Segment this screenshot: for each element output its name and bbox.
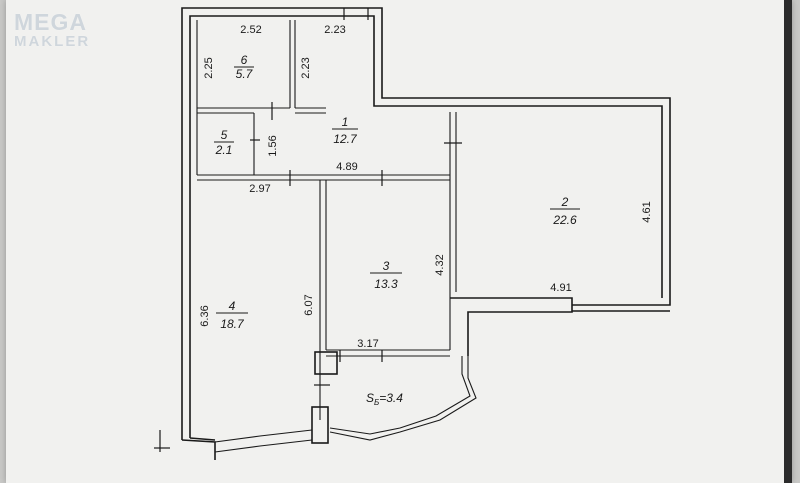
balcony-area: =3.4 <box>379 391 403 405</box>
outer-walls <box>181 7 671 460</box>
room-2-area: 22.6 <box>552 213 577 227</box>
dim-4-61: 4.61 <box>641 201 653 222</box>
balcony-outline <box>214 356 477 453</box>
balcony-label-sub: Б <box>374 398 379 407</box>
balcony-label-prefix: S <box>366 391 374 405</box>
watermark-logo: MEGA MAKLER <box>14 10 104 50</box>
photo-edge <box>784 0 792 483</box>
dim-2-23-side: 2.23 <box>300 57 312 78</box>
room-1-number: 1 <box>342 115 349 129</box>
dim-2-25: 2.25 <box>203 57 215 78</box>
room-2-number: 2 <box>561 195 569 209</box>
room-5-number: 5 <box>221 128 228 142</box>
watermark-line-1: MEGA <box>14 9 87 35</box>
room-1-area: 12.7 <box>333 132 358 146</box>
dim-4-91: 4.91 <box>550 282 571 294</box>
dim-2-97: 2.97 <box>249 183 270 195</box>
dim-2-23-top: 2.23 <box>324 24 345 36</box>
room-3-number: 3 <box>383 259 390 273</box>
dim-6-07: 6.07 <box>303 294 315 315</box>
room-3-area: 13.3 <box>374 277 398 291</box>
door-marks <box>154 8 462 452</box>
room-4-number: 4 <box>229 299 236 313</box>
dim-6-36: 6.36 <box>199 305 211 326</box>
dim-4-89: 4.89 <box>336 161 357 173</box>
dim-1-56: 1.56 <box>267 135 279 156</box>
room-6-area: 5.7 <box>236 67 254 81</box>
dim-3-17: 3.17 <box>357 338 378 350</box>
dim-4-32: 4.32 <box>434 254 446 275</box>
balcony-label: SБ=3.4 <box>366 391 403 407</box>
room-4-area: 18.7 <box>220 317 245 331</box>
watermark-line-2: MAKLER <box>14 33 91 50</box>
room-5-area: 2.1 <box>215 143 233 157</box>
interior-walls <box>196 20 457 444</box>
room-6-number: 6 <box>241 53 248 67</box>
dim-2-52: 2.52 <box>240 24 261 36</box>
floor-plan-sheet <box>6 0 792 483</box>
